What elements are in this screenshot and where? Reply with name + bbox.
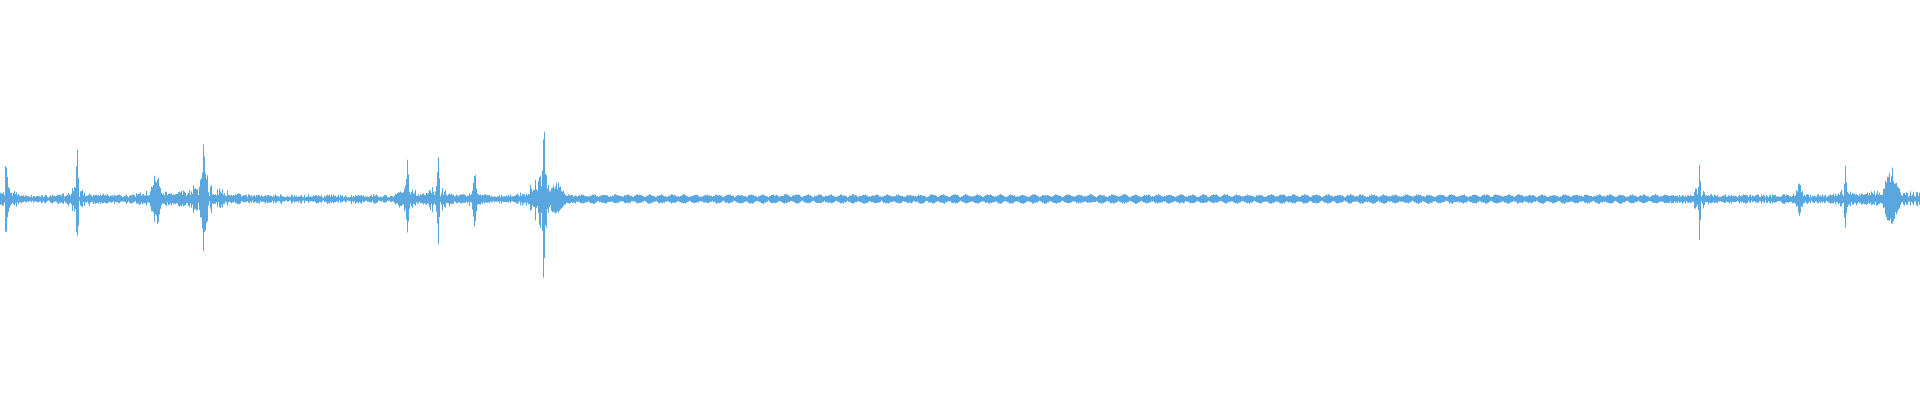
waveform-bars [0,131,1920,278]
